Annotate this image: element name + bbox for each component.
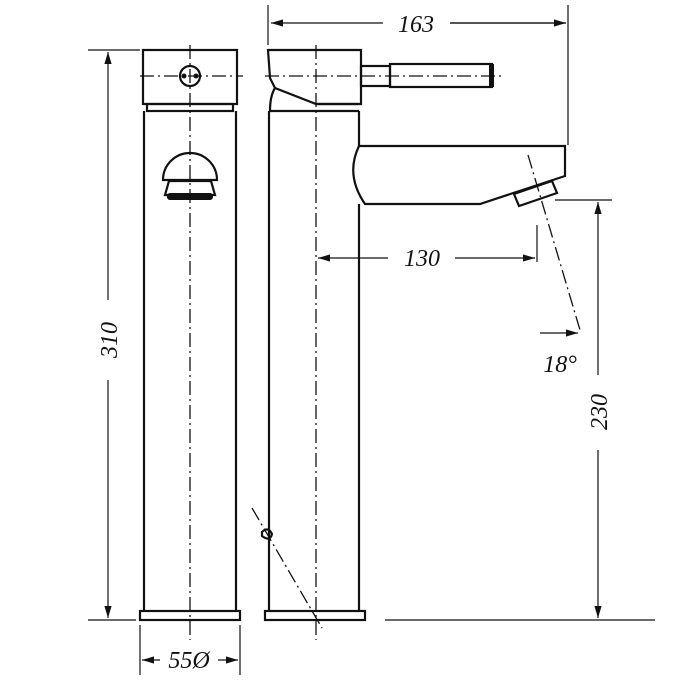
dim-310: 310: [97, 322, 123, 359]
spout: [352, 144, 567, 206]
dim-230: 230: [587, 394, 613, 430]
front-body: [142, 111, 238, 611]
dim-55-diameter: 55Ø: [168, 648, 211, 674]
spout-outlet: [161, 151, 219, 182]
side-view: [251, 45, 581, 640]
drain-axis: [251, 507, 323, 629]
dim-18-degrees: 18°: [543, 352, 577, 378]
flow-line: [527, 154, 581, 331]
side-handle-body: [266, 48, 363, 106]
front-view: [138, 45, 243, 640]
dim-163: 163: [398, 12, 434, 38]
dimensions: 163 130 310 230 55Ø 18°: [88, 5, 655, 675]
drain-lever: [260, 528, 274, 540]
spout-aerator: [512, 179, 559, 208]
side-base: [263, 609, 367, 622]
dim-130: 130: [404, 246, 440, 272]
side-body: [267, 109, 361, 611]
